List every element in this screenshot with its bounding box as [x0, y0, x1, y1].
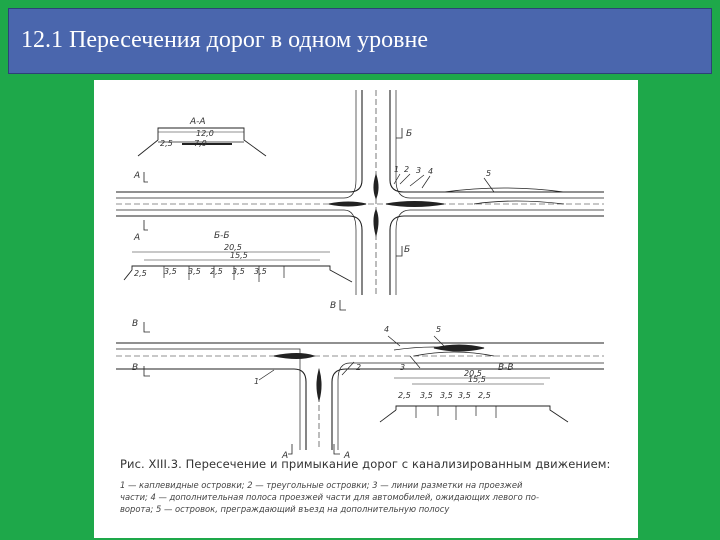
intersection-drawing: А-А 12,0 7,0 2,5 Б-Б 20,5 15,5 2,5 3,5 3… [116, 90, 604, 461]
section-bb-part: 3,5 [232, 267, 245, 276]
marker-v: В [132, 363, 138, 373]
marker-a: А [133, 171, 140, 181]
figure-caption-title: Рис. XIII.3. Пересечение и примыкание до… [120, 457, 611, 471]
section-vv-total: 20,5 [464, 369, 482, 378]
callout-1: 1 [254, 377, 259, 386]
section-vv-sub: 15,5 [468, 375, 486, 384]
section-vv-part: 3,5 [440, 391, 453, 400]
section-bb-part: 3,5 [254, 267, 267, 276]
marker-b: Б [406, 129, 412, 139]
callout-2: 2 [356, 363, 361, 372]
section-vv-part: 2,5 [478, 391, 491, 400]
callout-4: 4 [384, 325, 389, 334]
section-bb-sub: 15,5 [230, 251, 248, 260]
callout-5: 5 [436, 325, 441, 334]
callout-1: 1 [394, 165, 399, 174]
callout-4: 4 [428, 167, 433, 176]
callout-3: 3 [416, 166, 421, 175]
section-aa-total: 12,0 [196, 129, 214, 138]
slide-title: 12.1 Пересечения дорог в одном уровне [21, 27, 428, 53]
slide-title-bar: 12.1 Пересечения дорог в одном уровне [8, 8, 712, 74]
figure-caption-line: части; 4 — дополнительная полоса проезже… [120, 492, 540, 502]
section-bb-title: Б-Б [214, 231, 230, 241]
section-aa-mid: 7,0 [194, 139, 207, 148]
figure-caption-line: ворота; 5 — островок, преграждающий въез… [120, 504, 450, 514]
section-bb-part: 3,5 [164, 267, 177, 276]
marker-v: В [330, 301, 336, 311]
section-aa-side: 2,5 [160, 139, 173, 148]
section-vv-part: 3,5 [420, 391, 433, 400]
callout-2: 2 [404, 165, 409, 174]
section-vv-part: 2,5 [398, 391, 411, 400]
section-vv-title: В-В [498, 363, 514, 373]
section-bb-part: 2,5 [210, 267, 223, 276]
section-vv-part: 3,5 [458, 391, 471, 400]
section-bb-total: 20,5 [224, 243, 242, 252]
section-bb-part: 2,5 [134, 269, 147, 278]
marker-a: А [281, 451, 288, 461]
scanned-figure: А-А 12,0 7,0 2,5 Б-Б 20,5 15,5 2,5 3,5 3… [94, 80, 638, 538]
figure-caption-line: 1 — каплевидные островки; 2 — треугольны… [120, 480, 523, 490]
section-aa-title: А-А [189, 117, 206, 127]
marker-a: А [343, 451, 350, 461]
section-bb-part: 3,5 [188, 267, 201, 276]
marker-b: Б [404, 245, 410, 255]
callout-5: 5 [486, 169, 491, 178]
marker-a: А [133, 233, 140, 243]
callout-3: 3 [400, 363, 405, 372]
marker-v: В [132, 319, 138, 329]
